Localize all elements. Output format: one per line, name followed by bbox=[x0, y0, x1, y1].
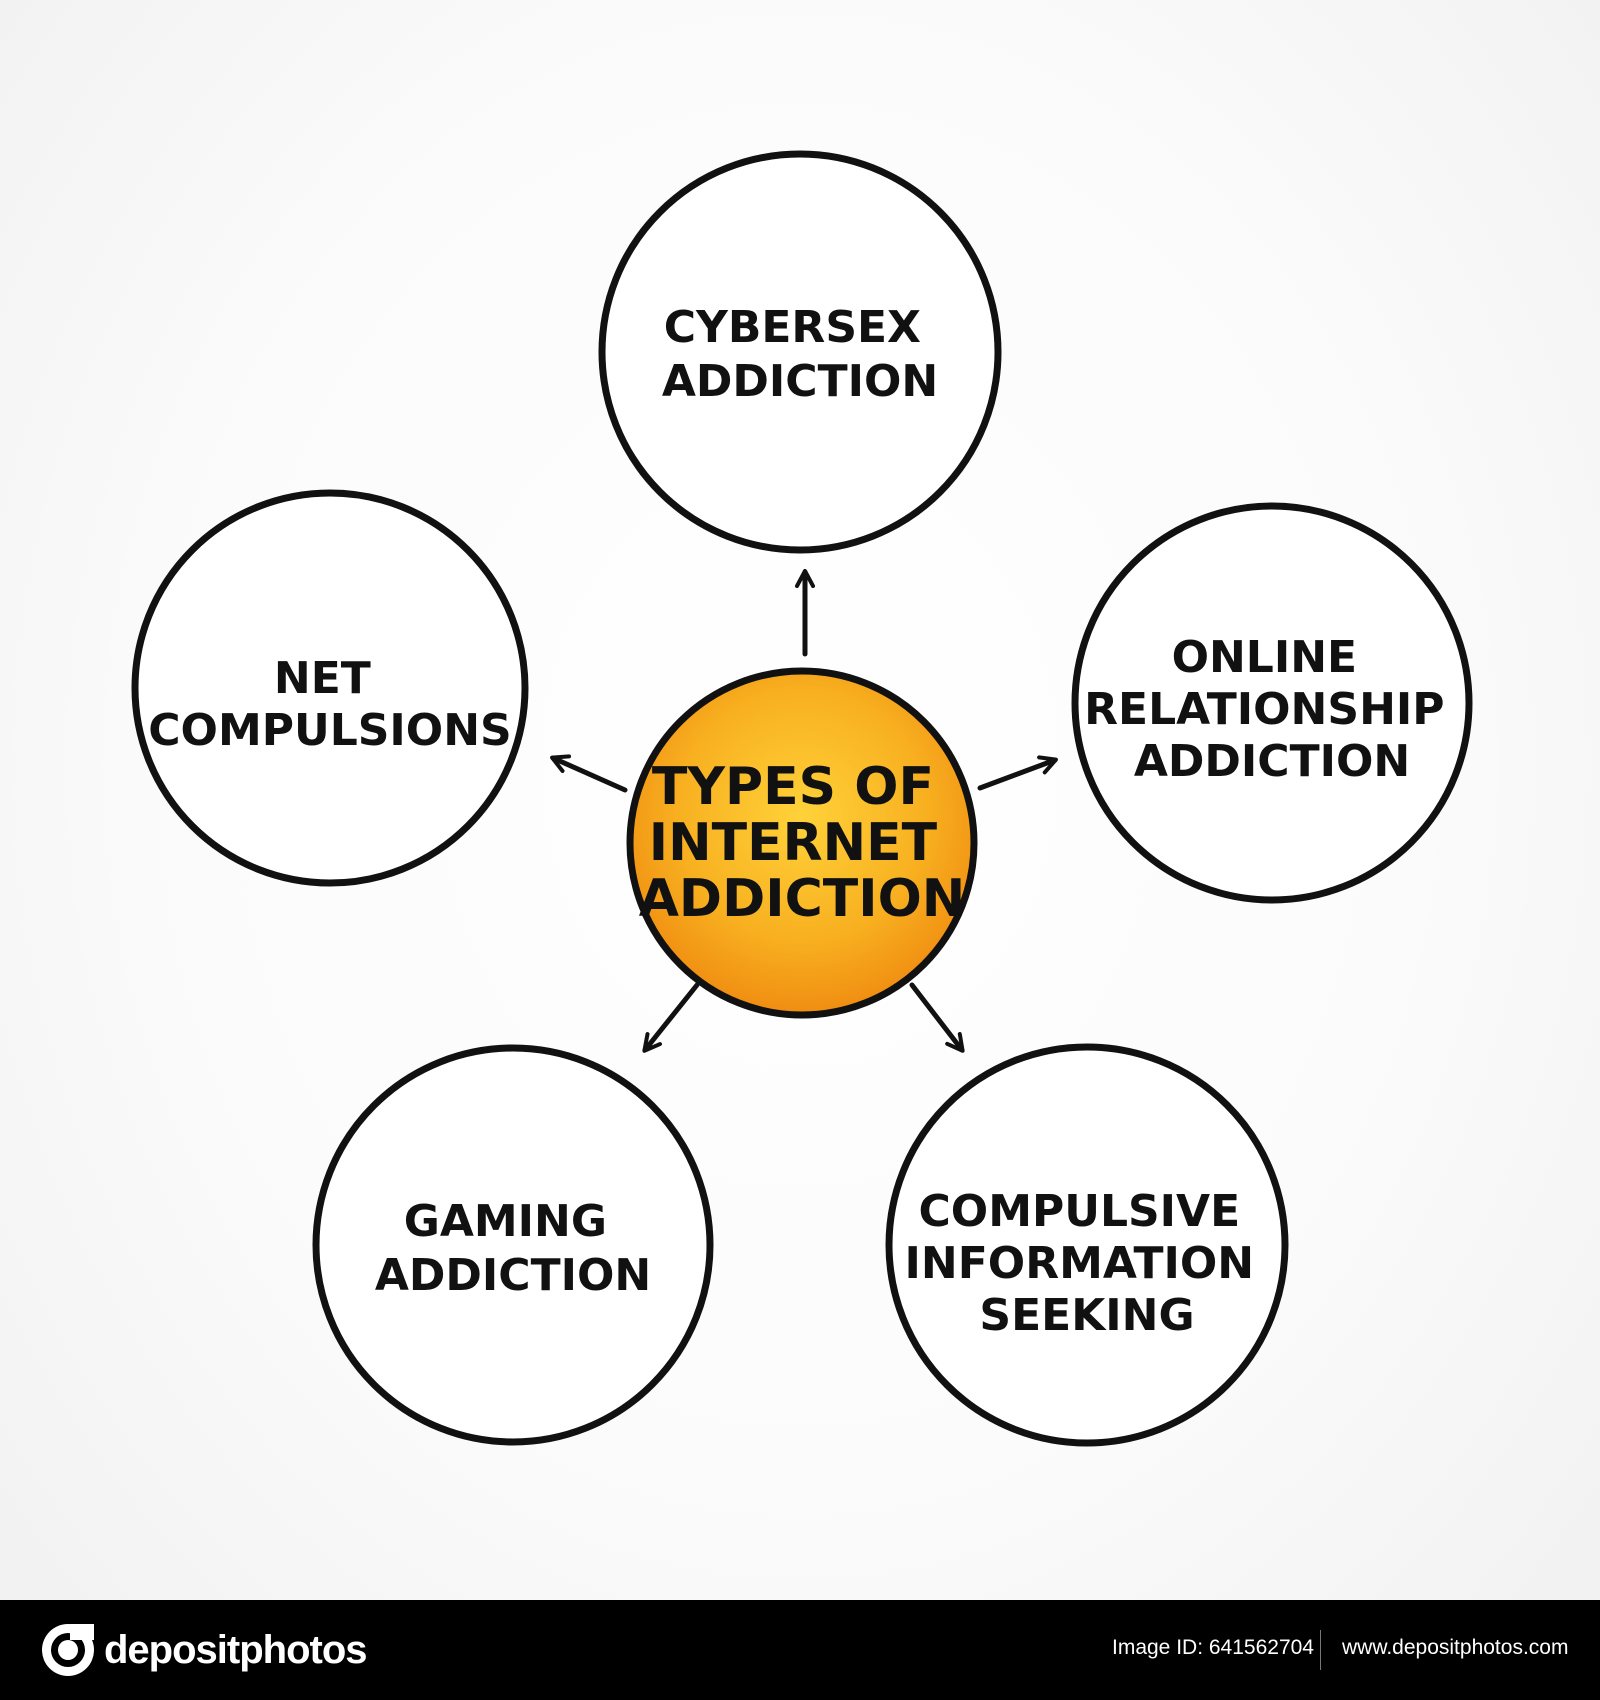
node-compulsive-information-seeking: COMPULSIVE INFORMATION SEEKING bbox=[885, 1043, 1289, 1447]
arrow-to-net-compulsions bbox=[550, 754, 628, 793]
node-label: COMPULSIVE INFORMATION SEEKING bbox=[905, 1186, 1270, 1341]
brand-name: depositphotos bbox=[104, 1627, 368, 1672]
center-label: TYPES OF INTERNET ADDICTION bbox=[639, 757, 966, 929]
node-cybersex-addiction: CYBERSEX ADDICTION bbox=[598, 150, 1002, 554]
node-label: CYBERSEX ADDICTION bbox=[662, 302, 938, 407]
camera-aperture-icon bbox=[42, 1624, 94, 1676]
connector-arrows bbox=[550, 569, 1058, 1053]
image-id-label: Image ID: 641562704 bbox=[1112, 1636, 1314, 1659]
node-net-compulsions: NET COMPULSIONS bbox=[131, 489, 529, 887]
arrow-to-online-relationship bbox=[977, 755, 1058, 791]
arrow-to-gaming bbox=[642, 982, 700, 1053]
stock-footer-bar: depositphotos Image ID: 641562704 www.de… bbox=[0, 1600, 1600, 1700]
center-node-types-of-internet-addiction: TYPES OF INTERNET ADDICTION bbox=[626, 667, 978, 1019]
node-label: ONLINE RELATIONSHIP ADDICTION bbox=[1084, 632, 1460, 787]
node-label: NET COMPULSIONS bbox=[148, 653, 511, 756]
depositphotos-logo: depositphotos bbox=[40, 1622, 368, 1678]
node-label: GAMING ADDICTION bbox=[375, 1196, 651, 1301]
mind-map-diagram: CYBERSEX ADDICTION ONLINE RELATIONSHIP A… bbox=[131, 150, 1473, 1447]
footer-divider bbox=[1320, 1630, 1321, 1670]
node-gaming-addiction: GAMING ADDICTION bbox=[312, 1044, 714, 1446]
node-online-relationship-addiction: ONLINE RELATIONSHIP ADDICTION bbox=[1071, 502, 1473, 904]
center-circle bbox=[626, 667, 978, 1019]
site-url: www.depositphotos.com bbox=[1342, 1636, 1569, 1659]
arrow-to-compulsive-information bbox=[909, 982, 965, 1053]
